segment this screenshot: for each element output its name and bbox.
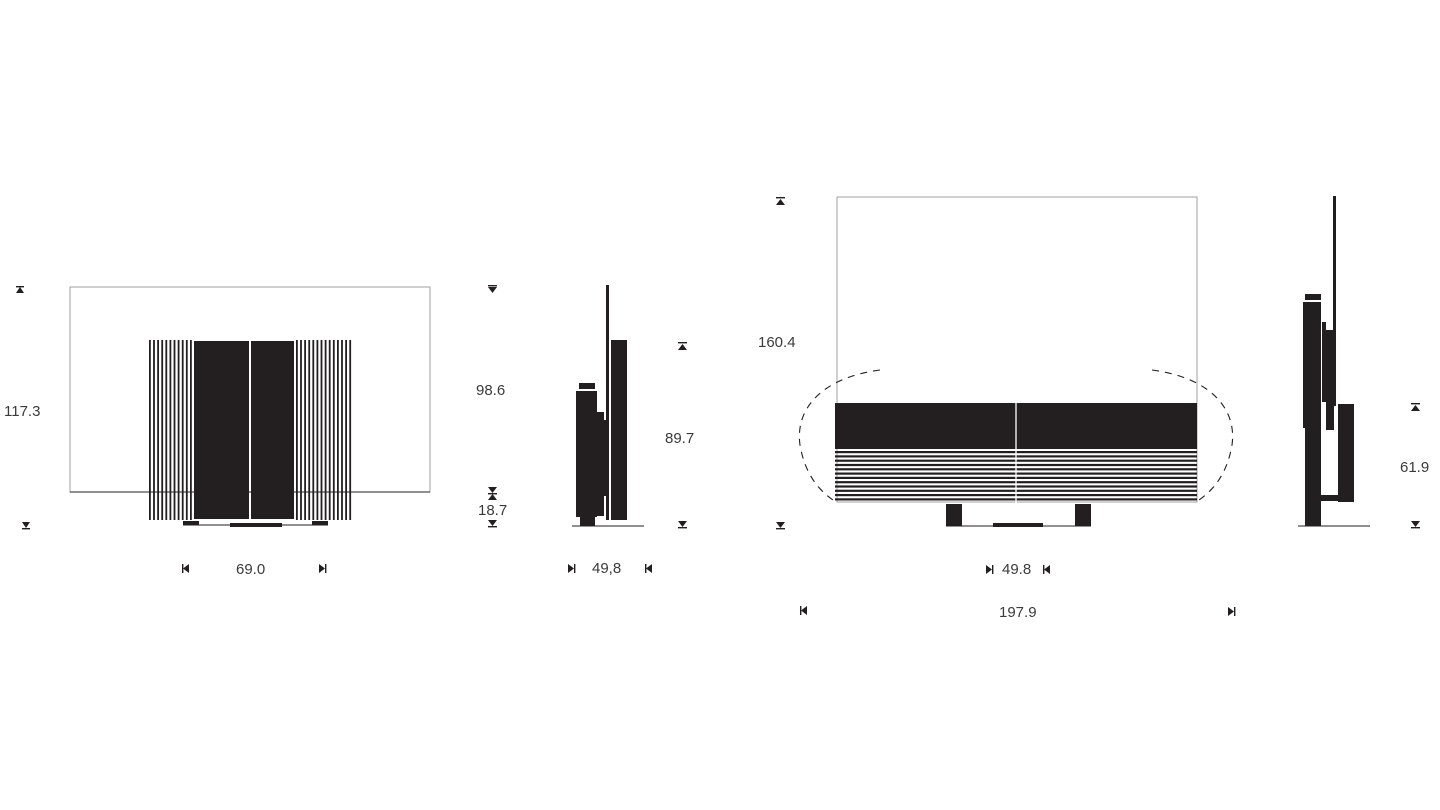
arrow-down-icon bbox=[776, 522, 785, 528]
speaker-arm bbox=[1320, 495, 1340, 501]
open-front-view: 160.4 49.8 197.9 bbox=[758, 196, 1236, 621]
speaker-side bbox=[611, 340, 627, 520]
arrow-left-icon bbox=[1044, 565, 1050, 574]
speaker-slat bbox=[312, 340, 315, 520]
arrow-down-icon bbox=[488, 520, 497, 526]
speaker-slat bbox=[300, 340, 302, 520]
arrow-right-icon bbox=[986, 565, 992, 574]
speaker-slat bbox=[157, 340, 159, 520]
speaker-swing-left bbox=[798, 369, 881, 503]
speaker-slat bbox=[169, 340, 172, 520]
open-side-view: 61.9 bbox=[1298, 196, 1429, 529]
stand-leg-right bbox=[1075, 504, 1091, 526]
screen-outline bbox=[836, 196, 1198, 503]
speaker-slat bbox=[345, 340, 347, 520]
speaker-swing-right bbox=[1151, 369, 1234, 503]
speaker-slat bbox=[349, 340, 352, 520]
speaker-slat bbox=[165, 340, 168, 520]
body-main bbox=[1303, 302, 1321, 428]
arrow-up-icon bbox=[16, 287, 24, 293]
arrow-right-icon bbox=[319, 564, 325, 573]
speaker-panel-left bbox=[194, 341, 249, 519]
closed-side-view: 98.6 18.7 89.7 49,8 bbox=[476, 285, 694, 577]
speaker-side bbox=[1338, 404, 1354, 502]
speaker-slat bbox=[304, 340, 306, 520]
stand-foot-center bbox=[993, 523, 1043, 527]
speaker-slat bbox=[153, 340, 155, 520]
arrow-left-icon bbox=[801, 606, 807, 615]
closed-front-view: 117.3 69.0 bbox=[4, 286, 431, 578]
dim-height-160: 160.4 bbox=[758, 334, 796, 351]
screen-edge bbox=[606, 285, 609, 520]
body-top bbox=[579, 383, 595, 389]
speaker-slat bbox=[328, 340, 331, 520]
dim-depth-49: 49,8 bbox=[592, 560, 621, 577]
arrow-up-icon bbox=[776, 199, 785, 205]
arrow-left-icon bbox=[646, 564, 652, 573]
speaker-slat bbox=[149, 340, 151, 520]
arrow-up-icon bbox=[1411, 405, 1420, 411]
dim-width-197: 197.9 bbox=[999, 604, 1037, 621]
arrow-right-icon bbox=[568, 564, 574, 573]
speaker-slat bbox=[185, 340, 188, 520]
stand-foot-left bbox=[183, 521, 199, 525]
body-top bbox=[1305, 294, 1321, 300]
speaker-slat bbox=[332, 340, 335, 520]
arrow-up-icon bbox=[678, 344, 687, 350]
dim-base-width-49: 49.8 bbox=[1002, 561, 1031, 578]
speaker-slat bbox=[161, 340, 164, 520]
dim-height-117: 117.3 bbox=[4, 403, 40, 420]
speaker-slat bbox=[341, 340, 343, 520]
stand-column bbox=[1305, 428, 1321, 526]
arrow-down-icon bbox=[488, 487, 497, 493]
speaker-slat bbox=[190, 340, 192, 520]
arrow-up-icon bbox=[488, 494, 497, 500]
screen-edge bbox=[1333, 196, 1336, 406]
speaker-slats-right bbox=[296, 340, 352, 520]
body-inner bbox=[600, 420, 608, 496]
body-mid bbox=[1322, 322, 1326, 402]
arrow-down-icon bbox=[22, 522, 30, 528]
speaker-slat bbox=[316, 340, 319, 520]
speaker-slat bbox=[181, 340, 184, 520]
speaker-slat bbox=[337, 340, 339, 520]
arrow-left-icon bbox=[183, 564, 189, 573]
arrow-down-icon bbox=[1411, 521, 1420, 527]
speaker-slat bbox=[324, 340, 327, 520]
body-inner bbox=[1326, 330, 1334, 430]
dim-height-98: 98.6 bbox=[476, 382, 505, 399]
speaker-slat bbox=[320, 340, 323, 520]
speaker-slat bbox=[308, 340, 311, 520]
speaker-slats-left bbox=[149, 340, 192, 520]
arrow-up-icon bbox=[488, 287, 497, 293]
dim-screen-89: 89.7 bbox=[665, 430, 694, 447]
body-main bbox=[576, 391, 597, 517]
screen-outline bbox=[69, 286, 431, 493]
speaker-slat bbox=[173, 340, 176, 520]
dim-base-18: 18.7 bbox=[478, 502, 507, 519]
arrow-right-icon bbox=[1228, 607, 1234, 616]
dim-width-69: 69.0 bbox=[236, 561, 265, 578]
stand-foot-right bbox=[312, 521, 328, 525]
arrow-down-icon bbox=[678, 521, 687, 527]
stand-leg-left bbox=[946, 504, 962, 526]
dim-height-61: 61.9 bbox=[1400, 459, 1429, 476]
speaker-slat bbox=[177, 340, 180, 520]
body-foot bbox=[580, 517, 595, 526]
speaker-slat bbox=[296, 340, 298, 520]
speaker-panel-right bbox=[251, 341, 294, 519]
